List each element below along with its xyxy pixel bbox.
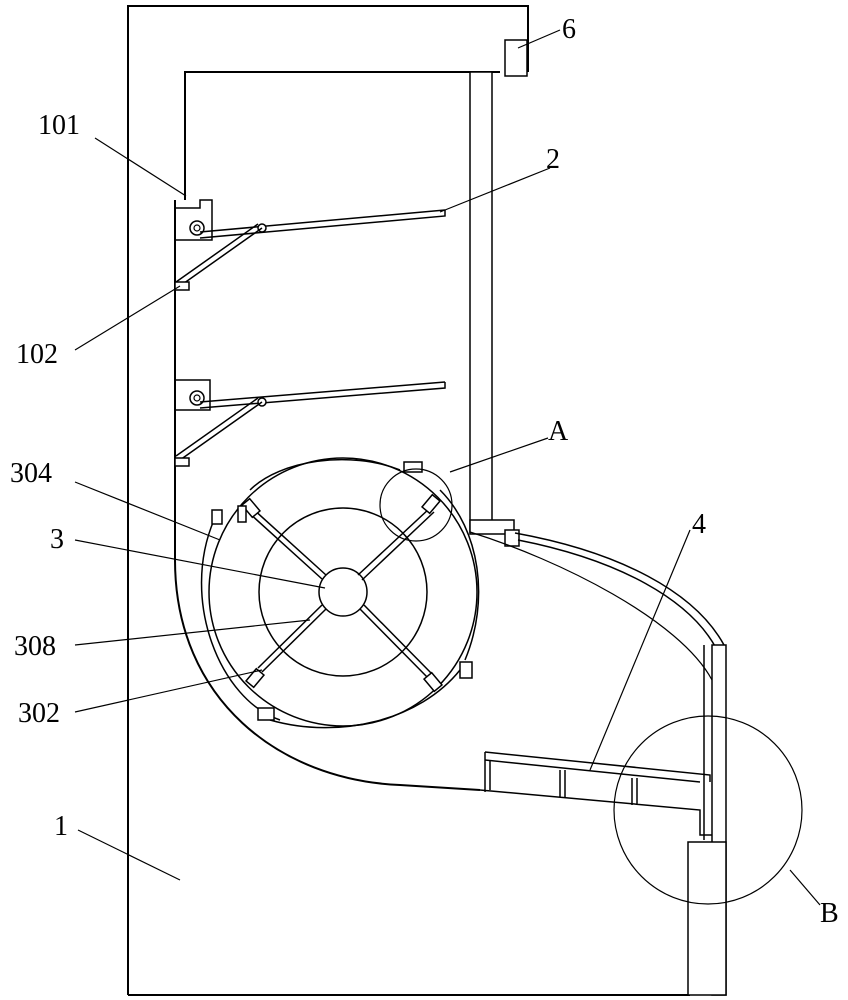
leader-6 bbox=[517, 29, 561, 49]
lower-curve bbox=[469, 531, 713, 681]
label-4: 4 bbox=[692, 509, 706, 540]
label-308: 308 bbox=[14, 631, 56, 662]
leader-1 bbox=[77, 829, 181, 881]
lower-plate bbox=[199, 381, 446, 409]
drum-hub-3 bbox=[318, 567, 368, 617]
lower-hinge bbox=[189, 390, 205, 406]
leader-302 bbox=[74, 669, 263, 713]
leader-101 bbox=[94, 137, 187, 197]
chute-4 bbox=[479, 751, 712, 836]
label-2: 2 bbox=[546, 144, 560, 175]
label-304: 304 bbox=[10, 458, 52, 489]
detail-circle-b bbox=[613, 715, 803, 905]
rail-foot bbox=[469, 519, 515, 535]
clip-bottom bbox=[257, 707, 275, 721]
upper-link-rod bbox=[175, 223, 263, 287]
upper-bracket-101 bbox=[175, 199, 213, 241]
lower-bracket bbox=[175, 379, 211, 411]
label-6: 6 bbox=[562, 14, 576, 45]
guide-rail bbox=[469, 71, 493, 533]
drum-ring-304 bbox=[208, 457, 478, 727]
rail-connector bbox=[504, 529, 520, 547]
detail-circle-a bbox=[379, 468, 453, 542]
outlet-block bbox=[687, 841, 727, 996]
label-1: 1 bbox=[54, 811, 68, 842]
label-102: 102 bbox=[16, 339, 58, 370]
leader-3 bbox=[74, 539, 326, 589]
chute-bottom bbox=[479, 752, 712, 836]
label-101: 101 bbox=[38, 110, 80, 141]
drum-inner-308 bbox=[258, 507, 428, 677]
clip-left bbox=[211, 509, 223, 525]
chute-top bbox=[484, 751, 711, 783]
upper-hinge-pin bbox=[193, 224, 201, 232]
label-3: 3 bbox=[50, 524, 64, 555]
drum-spoke-nw bbox=[247, 507, 327, 580]
upper-plate-2 bbox=[199, 209, 446, 239]
drum-assembly bbox=[200, 457, 480, 729]
clip-left-2 bbox=[237, 505, 247, 523]
upper-support-102 bbox=[174, 281, 190, 291]
blade-sw bbox=[244, 667, 266, 689]
label-a: A bbox=[548, 416, 569, 447]
drum-spoke-ne bbox=[357, 507, 435, 581]
leader-a bbox=[449, 437, 549, 473]
blade-se bbox=[422, 671, 444, 693]
blade-nw bbox=[240, 497, 262, 519]
label-302: 302 bbox=[18, 698, 60, 729]
clip-top bbox=[403, 461, 423, 473]
leader-b bbox=[789, 869, 821, 906]
lower-link-rod bbox=[175, 397, 263, 461]
upper-hinge bbox=[189, 220, 205, 236]
clip-right bbox=[459, 661, 473, 679]
drum-spoke-se bbox=[359, 604, 435, 681]
inner-chamber bbox=[174, 71, 500, 791]
curved-guide-outer bbox=[517, 539, 717, 649]
label-b: B bbox=[820, 898, 839, 929]
leader-4 bbox=[589, 529, 691, 771]
leader-304 bbox=[74, 481, 221, 541]
motor-6 bbox=[504, 39, 528, 77]
blade-ne bbox=[420, 493, 442, 515]
curved-guide-inner bbox=[514, 532, 725, 646]
drum-spoke-sw bbox=[257, 604, 327, 673]
lower-hinge-pin bbox=[193, 394, 201, 402]
housing-body bbox=[127, 5, 690, 996]
leader-2 bbox=[439, 167, 551, 213]
lower-support bbox=[174, 457, 190, 467]
leader-102 bbox=[74, 285, 181, 351]
leader-308 bbox=[74, 619, 311, 646]
